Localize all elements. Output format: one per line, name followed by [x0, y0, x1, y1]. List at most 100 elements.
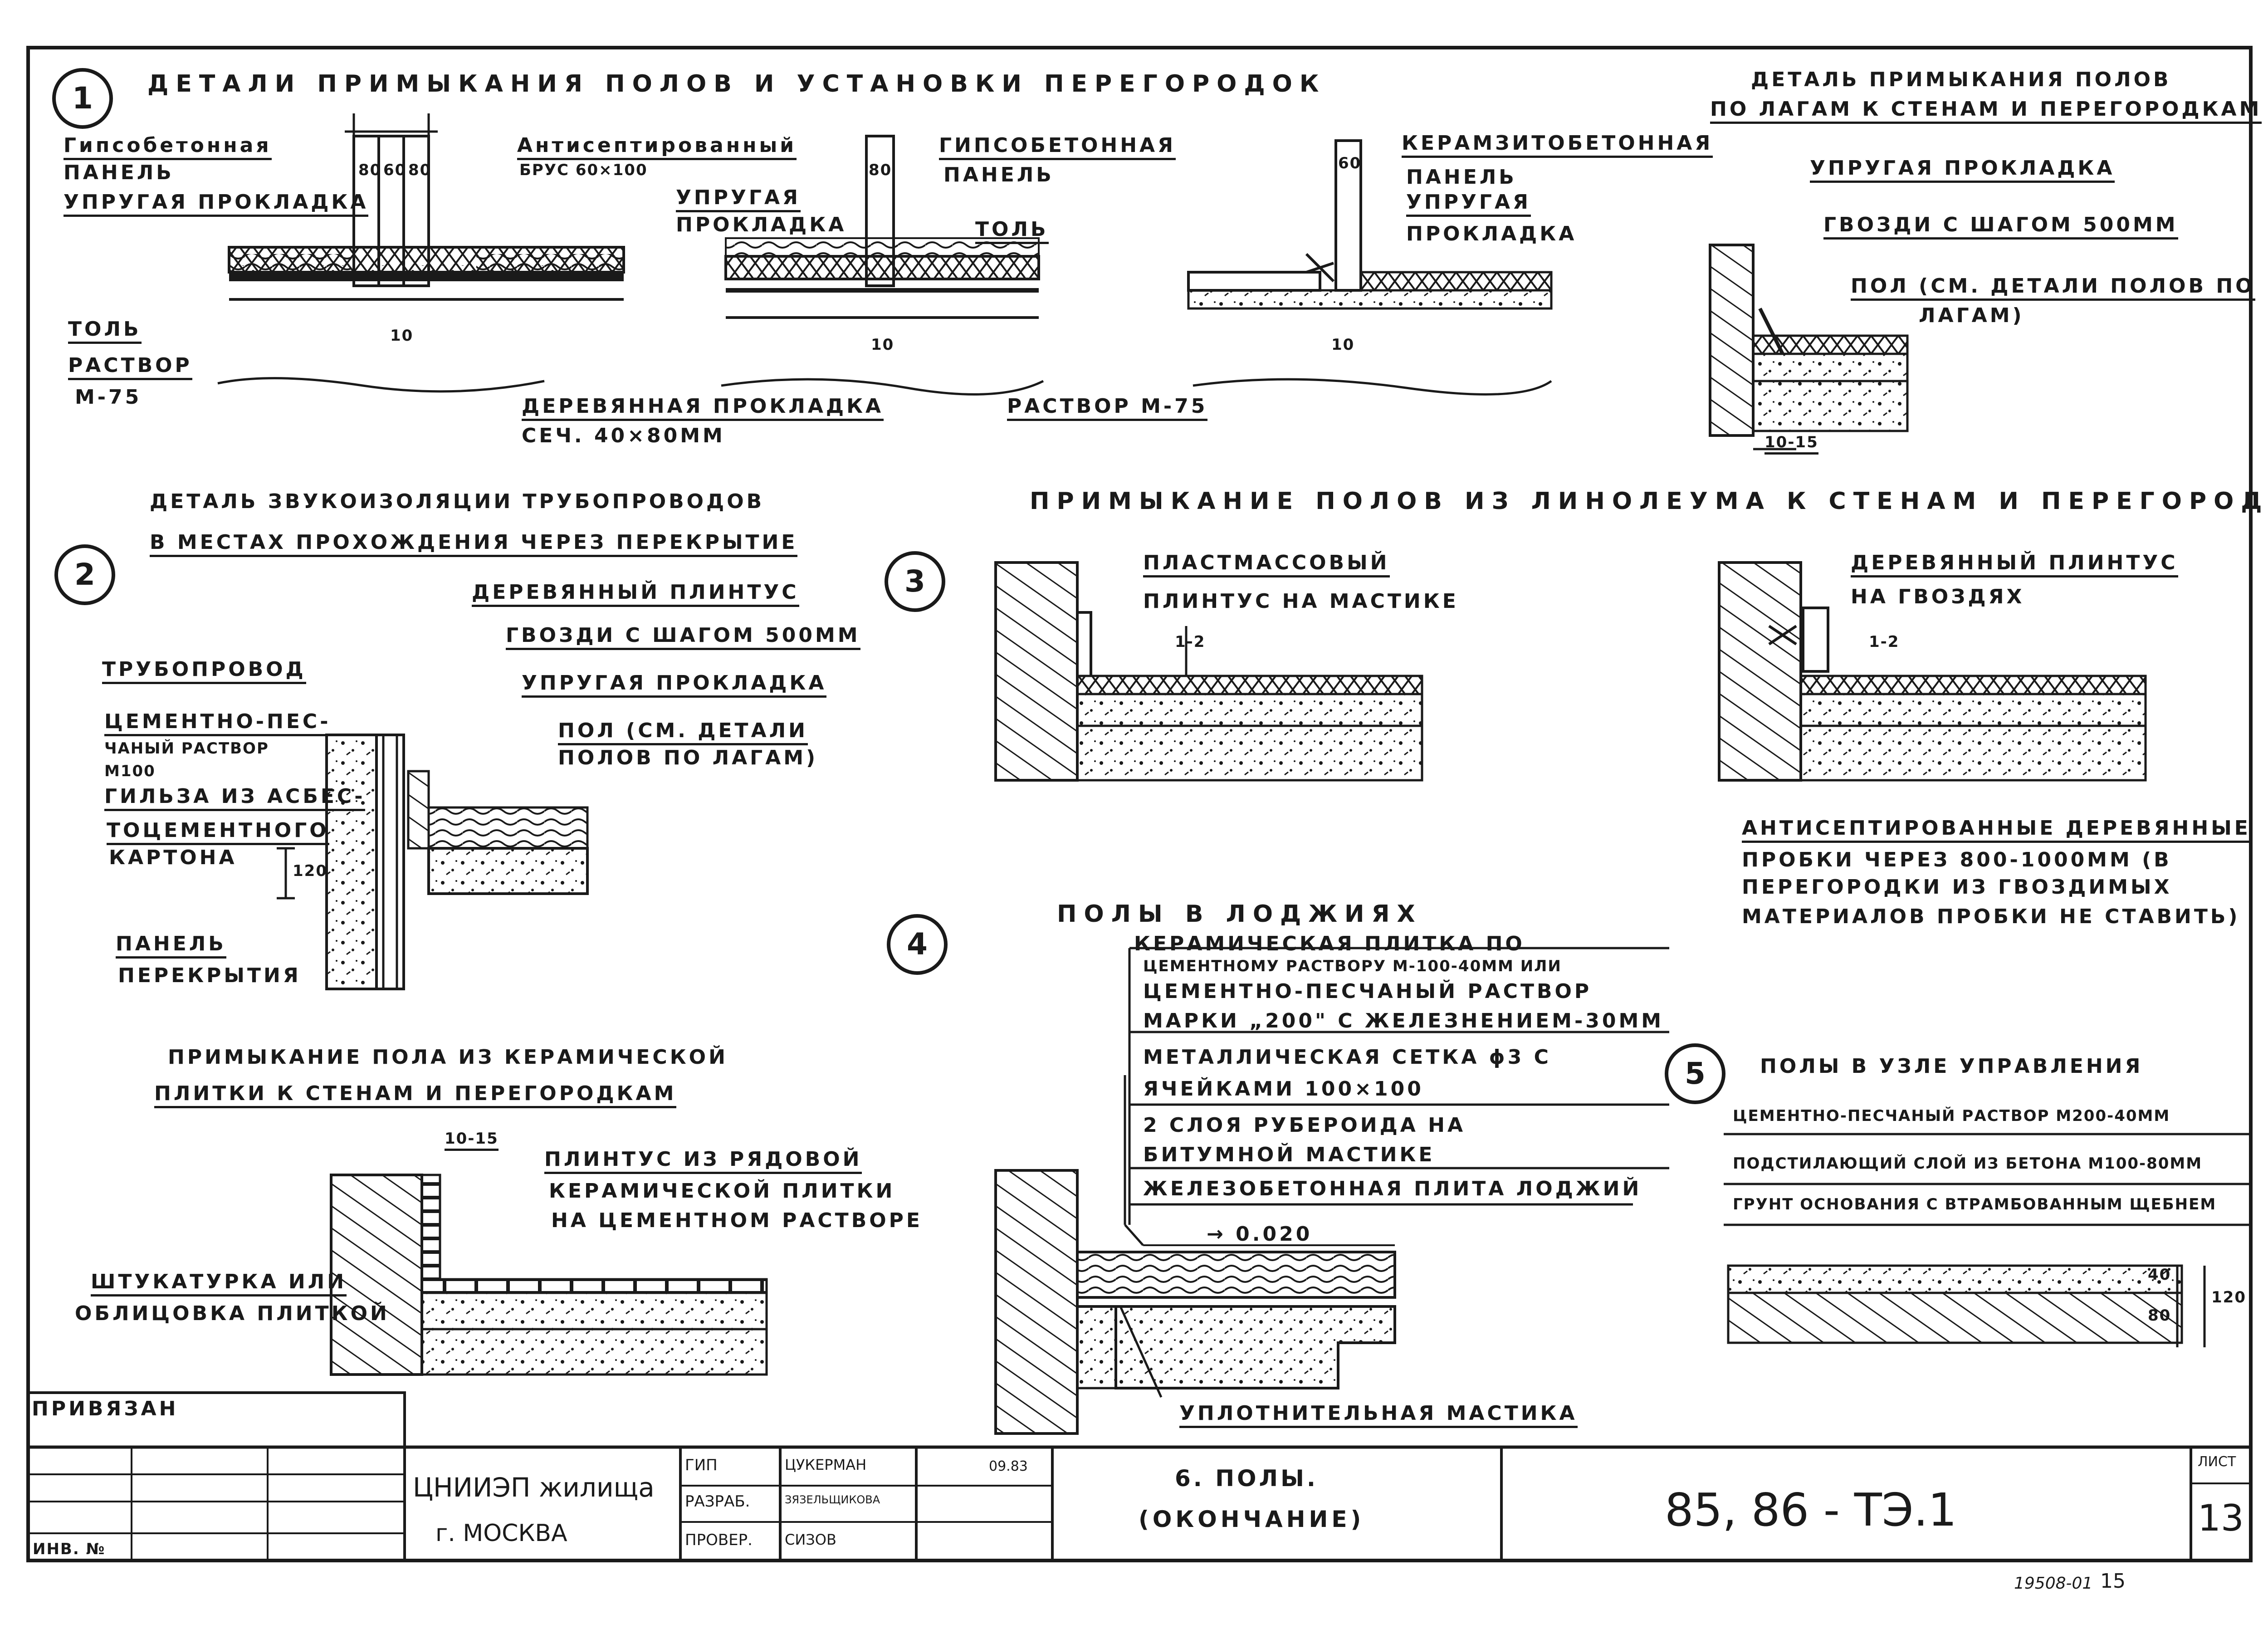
note-antiseptic-3: ПЕРЕГОРОДКИ ИЗ ГВОЗДИМЫХ — [1742, 876, 2172, 899]
detail-ceramic-drawing — [330, 1174, 768, 1376]
loggia-line-7: 2 СЛОЯ РУБЕРОИДА НА — [1143, 1114, 1466, 1137]
detail-2-drawing — [277, 734, 589, 990]
label-wood-pad-size: СЕЧ. 40×80ММ — [522, 424, 725, 447]
tb-gip-name: ЦУКЕРМАН — [785, 1456, 867, 1473]
ceramic-title-1: ПРИМЫКАНИЕ ПОЛА ИЗ КЕРАМИЧЕСКОЙ — [168, 1046, 728, 1069]
loggia-line-8: БИТУМНОЙ МАСТИКЕ — [1143, 1143, 1435, 1166]
dim-80a: 80 — [358, 161, 382, 179]
label-elastic-3: УПРУГАЯ — [1406, 191, 1531, 217]
dim-60: 60 — [383, 161, 407, 179]
detail-2-title-1: ДЕТАЛЬ ЗВУКОИЗОЛЯЦИИ ТРУБОПРОВОДОВ — [150, 490, 765, 513]
detail-2-dim-120: 120 — [293, 862, 327, 880]
label-panel: ПАНЕЛЬ — [64, 161, 174, 184]
label-sleeve-2: ТОЦЕМЕНТНОГО — [107, 819, 329, 845]
loggia-line-5: МЕТАЛЛИЧЕСКАЯ СЕТКА ϕ3 С — [1143, 1046, 1551, 1069]
loggia-line-1: КЕРАМИЧЕСКАЯ ПЛИТКА ПО — [1134, 932, 1525, 955]
label-sealant: УПЛОТНИТЕЛЬНАЯ МАСТИКА — [1179, 1402, 1578, 1428]
label-tol-2: ТОЛЬ — [975, 218, 1049, 244]
joist-title-1: ДЕТАЛЬ ПРИМЫКАНИЯ ПОЛОВ — [1751, 68, 2171, 91]
label-plaster-1: ШТУКАТУРКА ИЛИ — [91, 1270, 347, 1296]
ceramic-dim: 10-15 — [445, 1130, 499, 1151]
detail-1-title: ДЕТАЛИ ПРИМЫКАНИЯ ПОЛОВ И УСТАНОВКИ ПЕРЕ… — [147, 70, 1326, 98]
dim-80c: 80 — [869, 161, 892, 179]
tb-sheet-label: ЛИСТ — [2198, 1454, 2236, 1470]
label-gypsum-panel-2: ГИПСОБЕТОННАЯ — [939, 134, 1176, 160]
label-nails-2: ГВОЗДИ С ШАГОМ 500ММ — [506, 624, 860, 650]
tb-archive: 19508-01 — [2014, 1574, 2093, 1593]
dim-60b: 60 — [1338, 154, 1362, 172]
joist-title-2: ПО ЛАГАМ К СТЕНАМ И ПЕРЕГОРОДКАМ — [1710, 98, 2262, 124]
label-slab-1: ПАНЕЛЬ — [116, 932, 226, 959]
label-wood-plinth: ДЕРЕВЯННЫЙ ПЛИНТУС — [472, 581, 799, 607]
label-plaster-2: ОБЛИЦОВКА ПЛИТКОЙ — [75, 1302, 390, 1325]
label-floor-2a: ПОЛ (СМ. ДЕТАЛИ — [558, 719, 808, 745]
label-ceramic-plinth-1: ПЛИНТУС ИЗ РЯДОВОЙ — [544, 1148, 862, 1174]
node-line-3: ГРУНТ ОСНОВАНИЯ С ВТРАМБОВАННЫМ ЩЕБНЕМ — [1733, 1195, 2217, 1213]
joist-nails: ГВОЗДИ С ШАГОМ 500ММ — [1823, 213, 2178, 240]
detail-5-number: 5 — [1665, 1043, 1725, 1104]
node-dim-80: 80 — [2148, 1306, 2171, 1325]
label-gypsum-panel: Гипсобетонная — [64, 134, 272, 160]
label-wood-plinth-3: ДЕРЕВЯННЫЙ ПЛИНТУС — [1851, 551, 2178, 577]
tb-inv: ИНВ. № — [33, 1540, 106, 1558]
label-mortar: РАСТВОР — [68, 354, 192, 380]
label-sleeve-3: КАРТОНА — [109, 846, 237, 869]
label-ceramic-plinth-2: КЕРАМИЧЕСКОЙ ПЛИТКИ — [549, 1179, 895, 1203]
tb-sheet-no: 13 — [2198, 1497, 2244, 1539]
label-elastic-2b: УПРУГАЯ ПРОКЛАДКА — [522, 671, 827, 698]
note-antiseptic-4: МАТЕРИАЛОВ ПРОБКИ НЕ СТАВИТЬ) — [1742, 905, 2240, 928]
tb-org-1: ЦНИИЭП жилища — [413, 1472, 655, 1503]
loggia-line-3: ЦЕМЕНТНО-ПЕСЧАНЫЙ РАСТВОР — [1143, 980, 1592, 1003]
label-pad-3: ПРОКЛАДКА — [1406, 222, 1577, 245]
label-plastic-plinth-1: ПЛАСТМАССОВЫЙ — [1143, 551, 1390, 577]
loggia-level: → 0.020 — [1207, 1223, 1313, 1246]
loggia-line-2: ЦЕМЕНТНОМУ РАСТВОРУ М-100-40ММ ИЛИ — [1143, 957, 1562, 975]
tb-gip: ГИП — [685, 1456, 718, 1474]
tb-org-2: г. МОСКВА — [435, 1520, 567, 1547]
detail-3-drawings — [994, 561, 2147, 782]
label-plastic-plinth-2: ПЛИНТУС НА МАСТИКЕ — [1143, 590, 1459, 613]
label-slab-2: ПЕРЕКРЫТИЯ — [118, 964, 301, 987]
tb-razrab: РАЗРАБ. — [685, 1492, 750, 1511]
detail-1-number: 1 — [52, 68, 113, 129]
label-mortar-m75: РАСТВОР М-75 — [1007, 395, 1208, 421]
detail-3-number: 3 — [885, 551, 945, 612]
joist-elastic: УПРУГАЯ ПРОКЛАДКА — [1810, 157, 2115, 183]
node-dim-40: 40 — [2148, 1266, 2171, 1284]
detail-2-title-2: В МЕСТАХ ПРОХОЖДЕНИЯ ЧЕРЕЗ ПЕРЕКРЫТИЕ — [150, 531, 798, 557]
linoleum-title: ПРИМЫКАНИЕ ПОЛОВ ИЗ ЛИНОЛЕУМА К СТЕНАМ И… — [1030, 488, 2268, 515]
tb-sheet-title-1: 6. ПОЛЫ. — [1175, 1465, 1318, 1492]
tb-razrab-name: ЗЯЗЕЛЬЩИКОВА — [785, 1493, 880, 1506]
detail-4-drawing — [994, 947, 1669, 1435]
dim-10b: 10 — [871, 336, 894, 354]
title-block-lines — [27, 1391, 2251, 1562]
label-elastic-pad: УПРУГАЯ ПРОКЛАДКА — [64, 191, 369, 217]
note-antiseptic-2: ПРОБКИ ЧЕРЕЗ 800-1000ММ (В — [1742, 848, 2172, 871]
label-sleeve-1: ГИЛЬЗА ИЗ АСБЕС- — [104, 785, 366, 811]
detail-5-drawing — [1724, 1133, 2250, 1347]
detail-3-dim-b: 1-2 — [1869, 633, 1900, 651]
label-keramzit: КЕРАМЗИТОБЕТОННАЯ — [1402, 132, 1713, 158]
label-panel-2: ПАНЕЛЬ — [943, 163, 1054, 186]
node-line-1: ЦЕМЕНТНО-ПЕСЧАНЫЙ РАСТВОР М200-40ММ — [1733, 1107, 2170, 1125]
label-cement-3: М100 — [104, 762, 156, 780]
label-elastic-2: УПРУГАЯ — [676, 186, 801, 212]
label-cement-1: ЦЕМЕНТНО-ПЕС- — [104, 710, 331, 736]
dim-10c: 10 — [1331, 336, 1355, 354]
detail-joist-drawing — [1709, 244, 1909, 450]
ceramic-title-2: ПЛИТКИ К СТЕНАМ И ПЕРЕГОРОДКАМ — [154, 1082, 677, 1108]
tb-prover-name: СИЗОВ — [785, 1531, 836, 1548]
tb-code: 85, 86 - ТЭ.1 — [1665, 1483, 1957, 1536]
note-antiseptic-1: АНТИСЕПТИРОВАННЫЕ ДЕРЕВЯННЫЕ — [1742, 817, 2251, 843]
label-tol: ТОЛЬ — [68, 318, 142, 344]
joist-floor-1: ПОЛ (СМ. ДЕТАЛИ ПОЛОВ ПО — [1851, 274, 2255, 301]
label-floor-2b: ПОЛОВ ПО ЛАГАМ) — [558, 746, 818, 769]
label-pipeline: ТРУБОПРОВОД — [102, 658, 306, 684]
tb-archive-page: 15 — [2100, 1570, 2126, 1593]
detail-4-number: 4 — [887, 914, 948, 975]
label-beam-size: БРУС 60×100 — [519, 161, 648, 179]
detail-2-number: 2 — [54, 544, 115, 605]
node-line-2: ПОДСТИЛАЮЩИЙ СЛОЙ ИЗ БЕТОНА М100-80ММ — [1733, 1155, 2203, 1173]
node-dim-120: 120 — [2211, 1288, 2246, 1306]
